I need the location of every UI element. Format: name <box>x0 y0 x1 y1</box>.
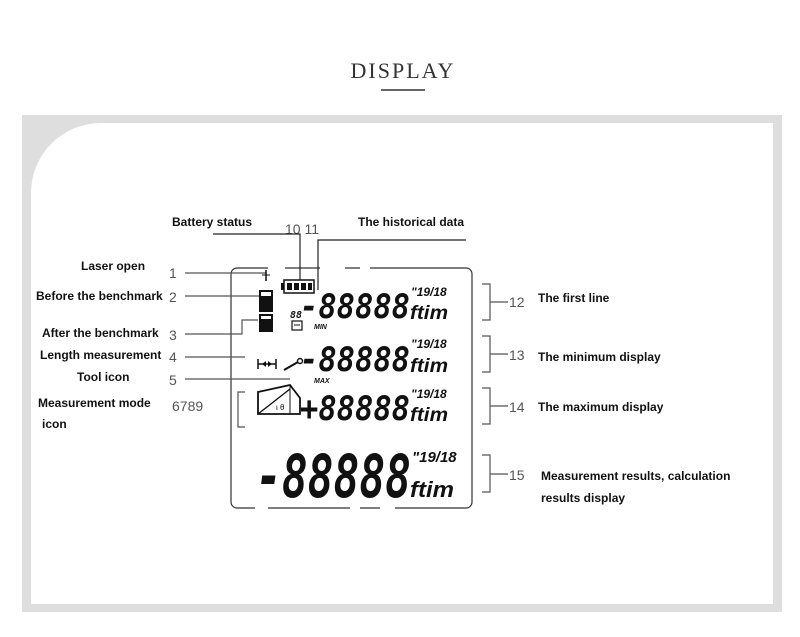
tool-icon <box>283 357 304 371</box>
label-results-display: Measurement results, calculation <box>541 469 730 483</box>
leader-history <box>317 239 466 290</box>
callout-number-3: 3 <box>169 327 177 343</box>
lcd-row1-fraction: "19/18 <box>411 285 447 299</box>
callout-number-15: 15 <box>509 467 525 483</box>
label-before-benchmark: Before the benchmark <box>36 289 163 303</box>
benchmark-device-icon <box>259 290 273 332</box>
max-tag: MAX <box>314 378 331 385</box>
bracket-maximum <box>482 387 508 425</box>
lcd-row1-units: ftim <box>410 303 448 324</box>
bracket-minimum <box>482 335 508 373</box>
lcd-row3-units: ftim <box>410 405 448 426</box>
lcd-row3-fraction: "19/18 <box>411 387 447 401</box>
lcd-row2-fraction: "19/18 <box>411 337 447 351</box>
lcd-row3-digits: +88888 <box>300 389 410 429</box>
callout-number-1: 1 <box>169 265 177 281</box>
bracket-results <box>482 454 508 493</box>
lcd-row2-units: ftim <box>410 356 448 377</box>
page-title: DISPLAY <box>350 58 456 83</box>
lcd-main-digits: -88888 <box>256 442 411 512</box>
lcd-row2-digits: -88888 <box>300 340 410 380</box>
label-after-benchmark: After the benchmark <box>42 326 159 340</box>
callout-number-12: 12 <box>509 294 525 310</box>
history-icon: 88 <box>290 310 303 331</box>
lcd-main-units: ftim <box>410 477 454 502</box>
label-measurement-mode-icon: icon <box>42 417 67 431</box>
svg-text:ι θ: ι θ <box>276 403 285 412</box>
callout-number-13: 13 <box>509 347 525 363</box>
label-minimum-display: The minimum display <box>538 350 661 364</box>
label-maximum-display: The maximum display <box>538 400 664 414</box>
label-first-line: The first line <box>538 291 610 305</box>
lcd-main-fraction: "19/18 <box>412 449 457 466</box>
history-digits: 88 <box>290 310 302 321</box>
label-measurement-mode: Measurement mode <box>38 396 151 410</box>
leader-after <box>185 319 258 335</box>
leader-battery <box>213 233 301 280</box>
bracket-first-line <box>482 283 508 321</box>
callout-number-14: 14 <box>509 399 525 415</box>
length-measurement-icon <box>257 359 277 369</box>
label-historical-data: The historical data <box>358 215 464 229</box>
callout-number-10-11: 10 11 <box>285 221 319 237</box>
label-length-measurement: Length measurement <box>40 348 161 362</box>
label-laser-open: Laser open <box>81 259 145 273</box>
callout-number-2: 2 <box>169 289 177 305</box>
callout-number-6789: 6789 <box>172 398 203 414</box>
bracket-mode <box>237 391 245 428</box>
laser-icon <box>262 270 270 281</box>
callout-number-4: 4 <box>169 349 177 365</box>
min-tag: MIN <box>314 324 328 331</box>
label-battery-status: Battery status <box>172 215 252 229</box>
battery-icon <box>281 279 315 294</box>
callout-number-5: 5 <box>169 372 177 388</box>
lcd-row1-digits: -88888 <box>300 287 410 327</box>
label-tool-icon: Tool icon <box>77 370 129 384</box>
measurement-mode-icon: ι θ <box>257 383 301 415</box>
title-underline <box>381 89 425 91</box>
label-results-display-2: results display <box>541 491 625 505</box>
